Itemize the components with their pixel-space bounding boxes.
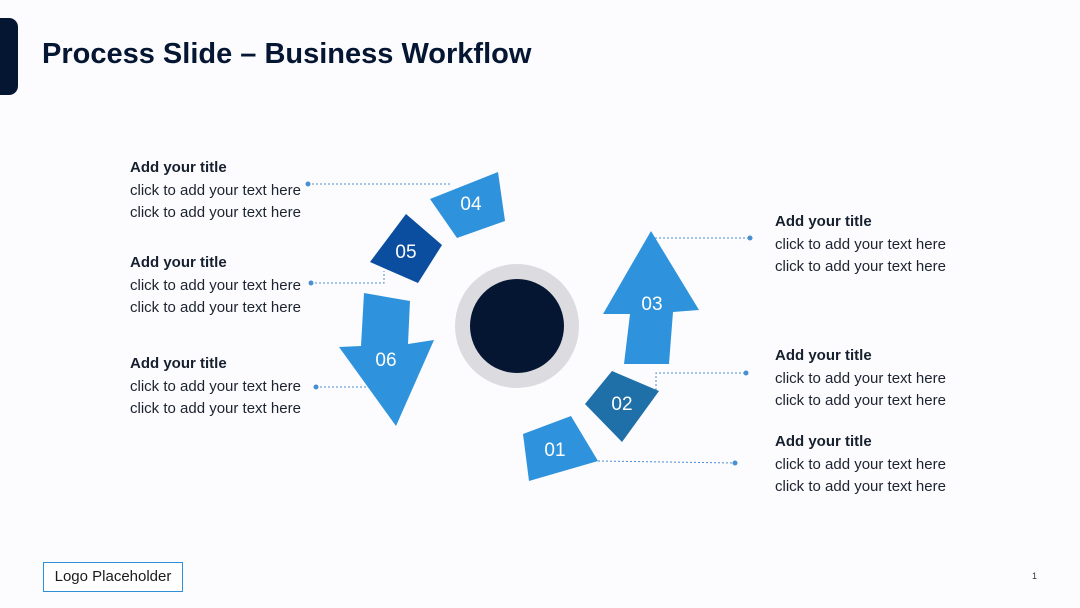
step-line1-01: click to add your text here xyxy=(775,455,946,473)
connector-dot-06 xyxy=(313,384,319,390)
connector-05 xyxy=(311,271,385,284)
step-segment-01 xyxy=(523,416,598,481)
page-number: 1 xyxy=(1032,571,1038,581)
step-segment-04 xyxy=(430,172,505,238)
connector-dot-05 xyxy=(308,280,314,286)
step-line2-03: click to add your text here xyxy=(775,258,946,275)
step-line2-01: click to add your text here xyxy=(775,478,946,495)
step-text-04: Add your title click to add your text he… xyxy=(130,157,301,225)
connector-dot-02 xyxy=(743,370,749,376)
step-line1-05: click to add your text here xyxy=(130,276,301,294)
step-line2-05: click to add your text here xyxy=(130,299,301,316)
logo-placeholder: Logo Placeholder xyxy=(43,562,183,592)
step-segment-03 xyxy=(603,231,699,364)
step-text-06: Add your title click to add your text he… xyxy=(130,353,301,421)
connector-dot-03 xyxy=(747,235,753,241)
title-accent-bar xyxy=(0,18,18,95)
center-circle xyxy=(470,279,564,373)
step-text-03: Add your title click to add your text he… xyxy=(775,211,946,279)
step-text-01: Add your title click to add your text he… xyxy=(775,431,946,499)
step-number-06: 06 xyxy=(375,350,396,371)
step-title-01: Add your title xyxy=(775,433,872,450)
step-title-02: Add your title xyxy=(775,347,872,364)
step-line1-03: click to add your text here xyxy=(775,235,946,253)
step-text-05: Add your title click to add your text he… xyxy=(130,252,301,320)
step-number-02: 02 xyxy=(611,394,632,415)
connector-dot-04 xyxy=(305,181,311,187)
connector-01 xyxy=(597,460,736,464)
step-line1-04: click to add your text here xyxy=(130,181,301,199)
step-line2-04: click to add your text here xyxy=(130,204,301,221)
step-title-04: Add your title xyxy=(130,159,227,176)
step-line2-06: click to add your text here xyxy=(130,400,301,417)
step-number-05: 05 xyxy=(395,242,416,263)
connector-02 xyxy=(655,372,746,390)
step-number-01: 01 xyxy=(544,440,565,461)
step-title-06: Add your title xyxy=(130,355,227,372)
step-title-05: Add your title xyxy=(130,254,227,271)
connector-dot-01 xyxy=(732,460,738,466)
step-segment-05 xyxy=(370,214,442,283)
step-text-02: Add your title click to add your text he… xyxy=(775,345,946,413)
step-number-04: 04 xyxy=(460,194,482,215)
slide-title: Process Slide – Business Workflow xyxy=(42,38,532,70)
step-line1-02: click to add your text here xyxy=(775,369,946,387)
step-segment-06 xyxy=(339,293,434,426)
step-title-03: Add your title xyxy=(775,213,872,230)
step-segment-02 xyxy=(585,371,659,442)
step-line2-02: click to add your text here xyxy=(775,392,946,409)
step-line1-06: click to add your text here xyxy=(130,377,301,395)
step-number-03: 03 xyxy=(641,294,662,315)
